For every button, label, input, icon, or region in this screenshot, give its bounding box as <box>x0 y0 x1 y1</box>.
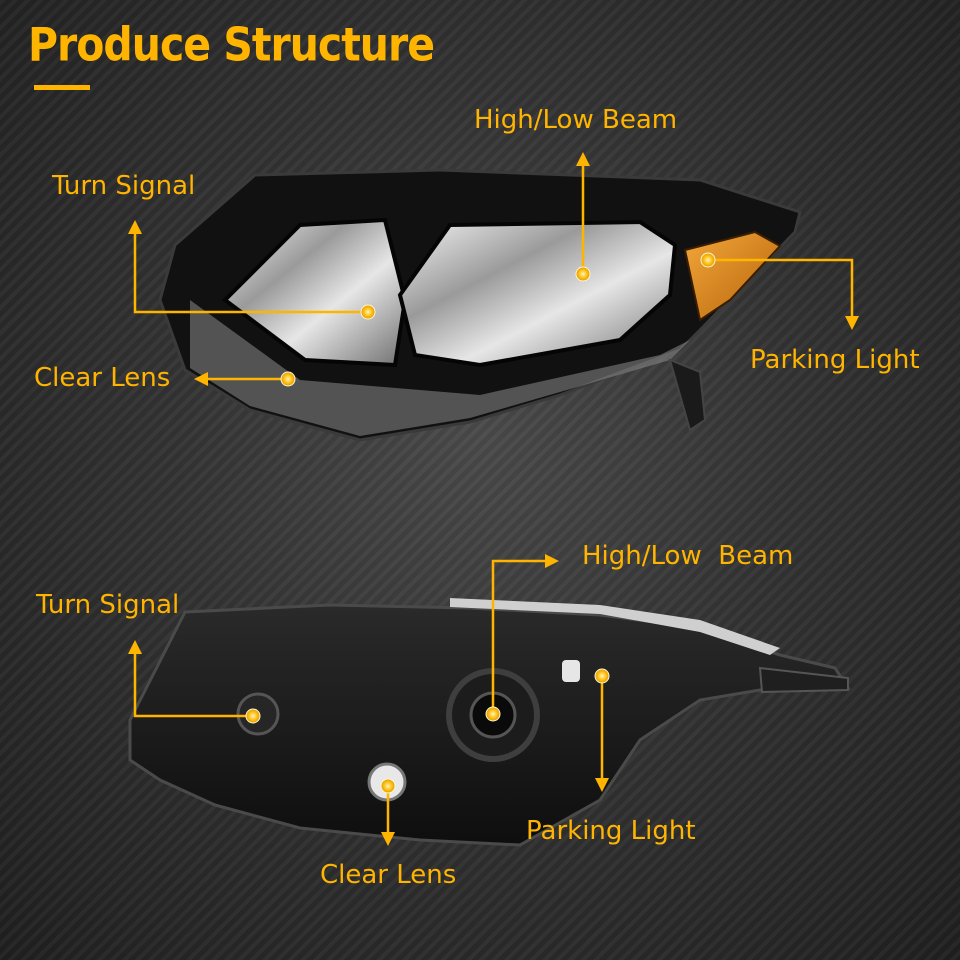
arrowhead-up-icon <box>128 220 142 234</box>
label-front-high-low-beam: High/Low Beam <box>474 105 678 135</box>
dot-front-turn-signal <box>360 304 376 320</box>
dot-front-parking-light <box>700 252 716 268</box>
label-front-clear-lens: Clear Lens <box>34 363 171 393</box>
arrowhead-right-icon <box>545 554 559 568</box>
label-rear-parking-light: Parking Light <box>526 816 696 846</box>
front-mount-bracket <box>668 358 707 432</box>
arrowheads <box>128 152 859 846</box>
label-front-parking-light: Parking Light <box>750 345 920 375</box>
arrowhead-left-icon <box>194 372 208 386</box>
dot-front-high-low-beam <box>575 266 591 282</box>
callout-front-turn-signal <box>133 228 368 314</box>
dot-front-clear-lens <box>280 371 296 387</box>
callout-rear-high-low-beam <box>491 559 548 714</box>
label-front-turn-signal: Turn Signal <box>52 171 196 201</box>
dot-rear-high-low-beam <box>485 706 501 722</box>
dot-rear-parking-light <box>594 668 610 684</box>
arrowhead-down-icon <box>845 316 859 330</box>
arrowhead-up-icon <box>576 152 590 166</box>
title-underline <box>34 85 90 90</box>
dot-rear-turn-signal <box>245 708 261 724</box>
label-rear-turn-signal: Turn Signal <box>36 590 180 620</box>
rear-parking-socket <box>562 660 580 682</box>
arrowhead-up-icon <box>128 640 142 654</box>
front-reflector-right <box>397 219 678 368</box>
callout-front-parking-light <box>708 258 854 320</box>
dot-rear-clear-lens <box>380 778 396 794</box>
rear-mount-tab <box>758 666 849 694</box>
arrowhead-down-icon <box>381 832 395 846</box>
arrowhead-down-icon <box>595 778 609 792</box>
callout-rear-turn-signal <box>133 650 253 718</box>
front-headlight <box>158 168 802 442</box>
rear-chrome-edge <box>450 598 780 655</box>
front-clear-lens-strip <box>190 300 690 436</box>
label-rear-clear-lens: Clear Lens <box>320 860 457 890</box>
rear-headlight <box>128 598 851 847</box>
label-rear-high-low-beam: High/Low Beam <box>582 541 794 571</box>
callout-dots <box>245 252 716 794</box>
page-title: Produce Structure <box>28 18 435 72</box>
callouts <box>133 162 854 832</box>
